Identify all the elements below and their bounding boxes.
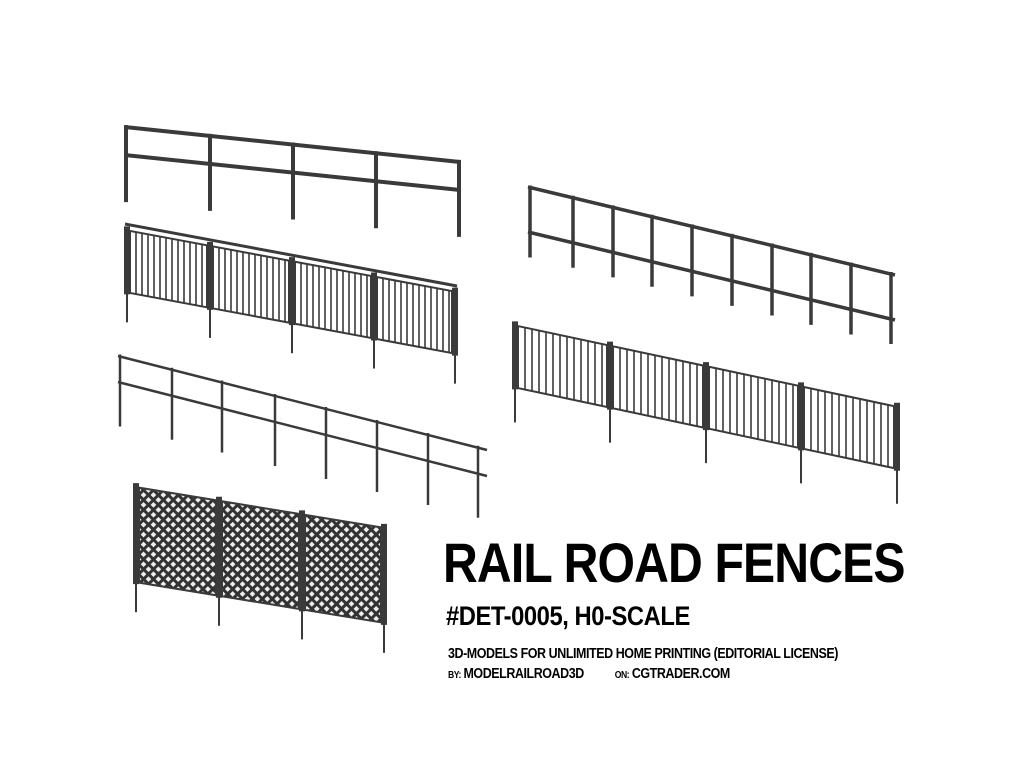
two-rail-fence <box>124 125 461 237</box>
fence-rail <box>117 354 488 452</box>
product-code: #DET-0005, H0-SCALE <box>446 601 690 631</box>
credits-line: BY:MODELRAILROAD3D ON:CGTRADER.COM <box>448 666 730 682</box>
fence-panel <box>221 500 300 611</box>
post-rail-fence <box>527 185 896 345</box>
license-description: 3D-MODELS FOR UNLIMITED HOME PRINTING (E… <box>448 646 839 662</box>
handrail <box>124 222 458 288</box>
author-name: MODELRAILROAD3D <box>463 666 584 682</box>
fence-panel <box>304 513 382 624</box>
fence-rail <box>117 380 488 478</box>
chain-link-fence <box>133 483 387 653</box>
marketplace-name: CGTRADER.COM <box>631 666 730 682</box>
fence-rail <box>527 230 896 322</box>
on-label: ON: <box>614 670 630 681</box>
picket-fence-right <box>512 321 900 504</box>
page-title: RAIL ROAD FENCES <box>443 531 905 594</box>
fence-rail <box>527 185 896 277</box>
fence-panel <box>138 486 217 597</box>
fence-rail <box>124 125 461 164</box>
handrail-fence <box>117 354 488 518</box>
by-label: BY: <box>448 670 461 681</box>
fence-rail <box>124 153 461 192</box>
picket-fence-left <box>124 226 458 384</box>
